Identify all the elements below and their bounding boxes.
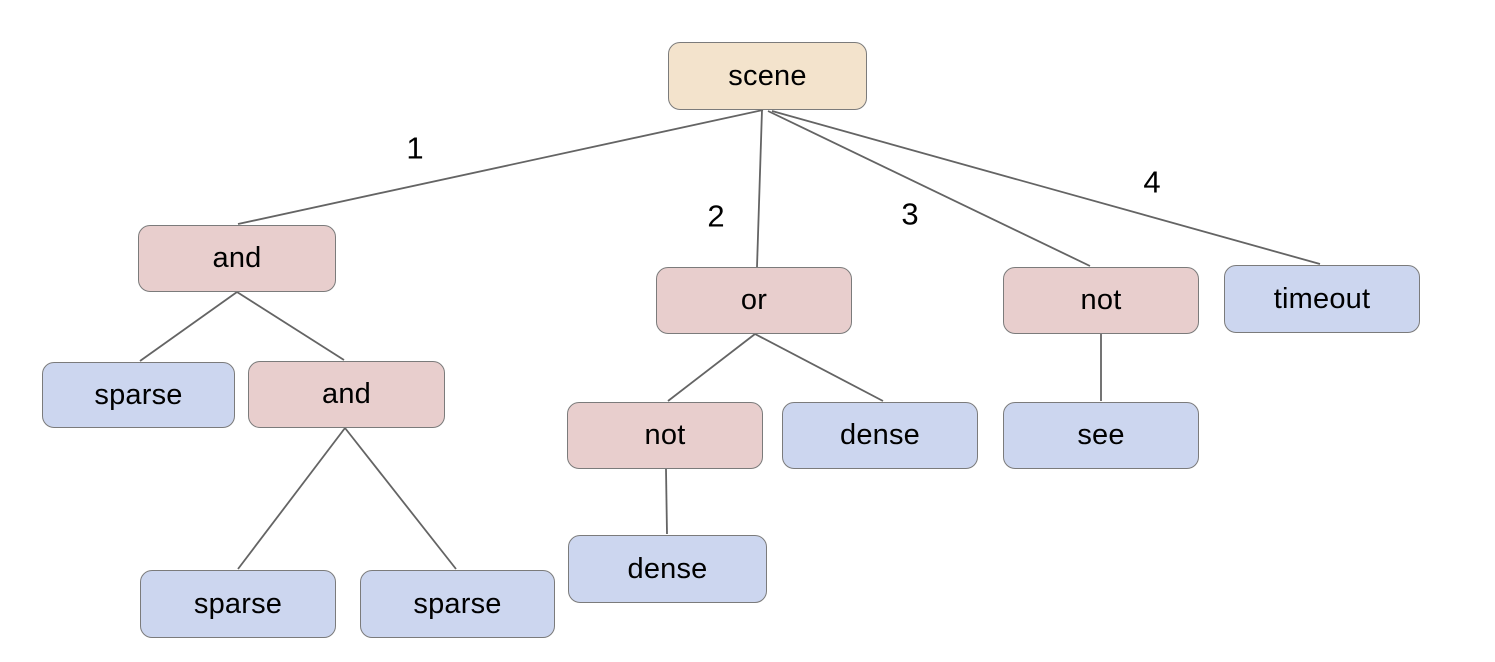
edge-label-2: 2 — [707, 199, 724, 234]
edge-label-3: 3 — [901, 197, 918, 232]
node-not-2: not — [567, 402, 763, 469]
node-timeout-1: timeout — [1224, 265, 1420, 333]
node-or-1: or — [656, 267, 852, 334]
edge-not-2-to-dense-2 — [665, 468, 668, 535]
node-sparse-1: sparse — [42, 362, 235, 428]
node-not-1: not — [1003, 267, 1199, 334]
node-see-1: see — [1003, 402, 1199, 469]
edge-or-1-to-not-2 — [667, 333, 756, 402]
edge-scene-to-or-1 — [756, 109, 763, 268]
edge-and-1-to-and-2 — [236, 291, 345, 361]
edge-or-1-to-dense-1 — [754, 333, 884, 402]
node-and-2: and — [248, 361, 445, 428]
node-dense-2: dense — [568, 535, 767, 603]
edge-label-4: 4 — [1143, 165, 1160, 200]
node-dense-1: dense — [782, 402, 978, 469]
edge-scene-to-not-1 — [767, 110, 1091, 267]
edge-scene-to-and-1 — [237, 109, 764, 225]
edge-and-1-to-sparse-1 — [139, 291, 238, 362]
node-scene: scene — [668, 42, 867, 110]
node-and-1: and — [138, 225, 336, 292]
edge-and-2-to-sparse-2 — [237, 427, 346, 570]
node-sparse-2: sparse — [140, 570, 336, 638]
edge-and-2-to-sparse-3 — [344, 427, 457, 570]
edge-scene-to-timeout-1 — [771, 110, 1321, 265]
node-sparse-3: sparse — [360, 570, 555, 638]
edge-label-1: 1 — [406, 131, 423, 166]
